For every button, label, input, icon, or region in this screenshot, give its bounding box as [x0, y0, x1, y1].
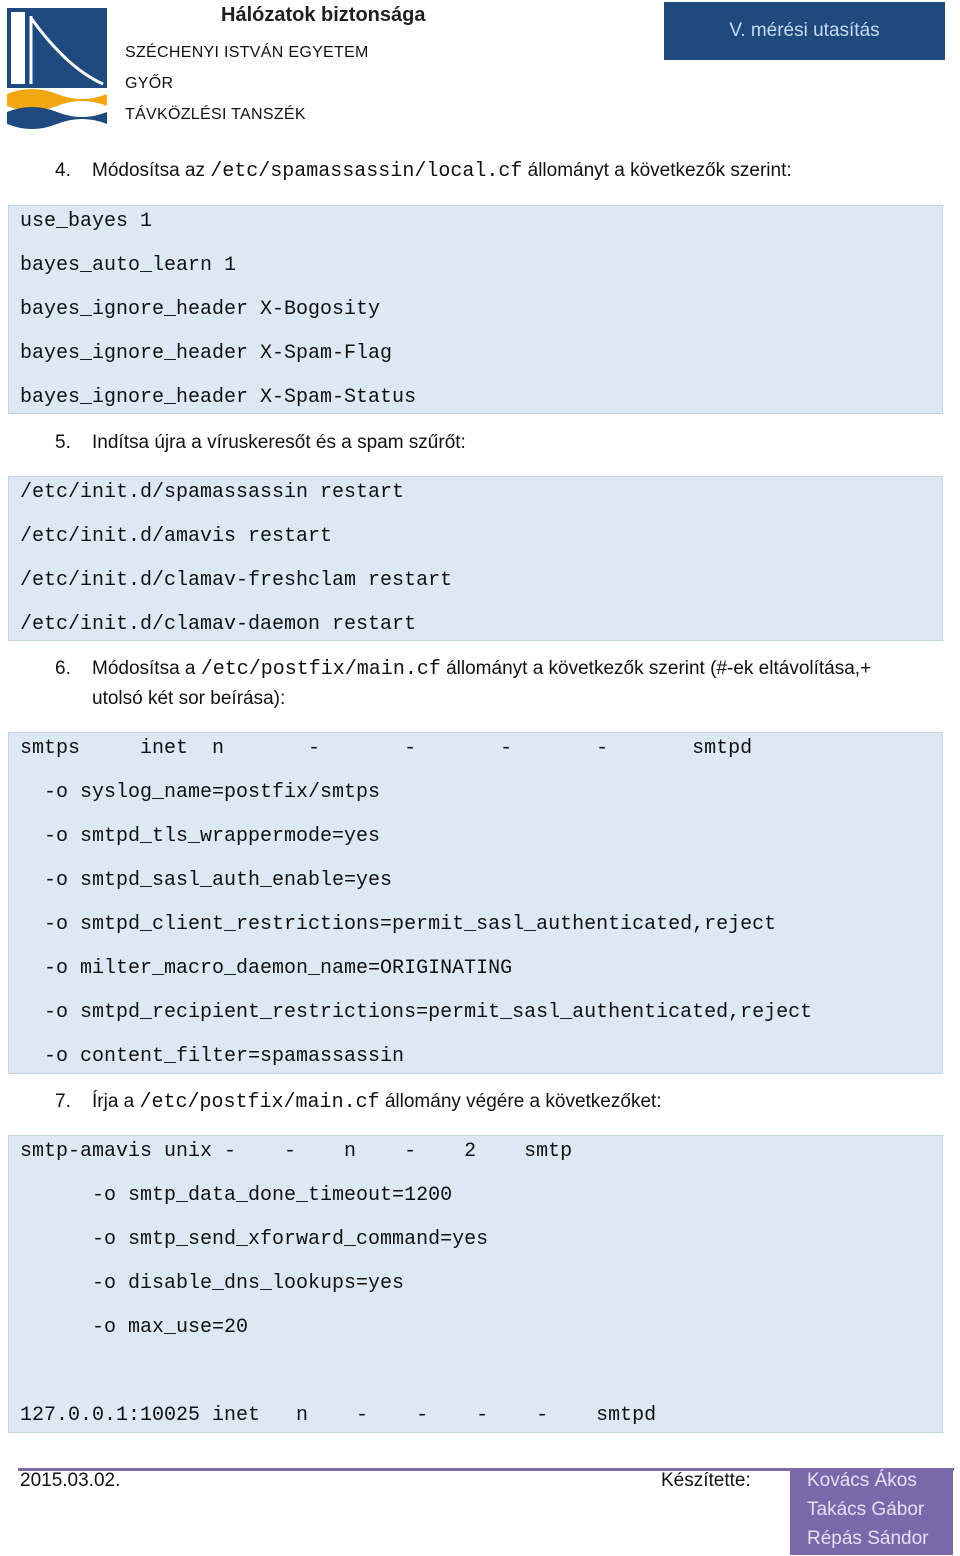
- step-number: 7.: [55, 1091, 71, 1112]
- course-title: Hálózatok biztonsága: [221, 4, 426, 26]
- code-line: /etc/init.d/spamassassin restart: [20, 481, 405, 504]
- code-block-bayes: use_bayes 1 bayes_auto_learn 1 bayes_ign…: [8, 205, 943, 414]
- code-line: -o smtpd_sasl_auth_enable=yes: [20, 869, 393, 892]
- code-block-smtps: smtps inet n - - - - smtpd -o syslog_nam…: [8, 732, 943, 1074]
- step-number: 6.: [55, 658, 71, 679]
- code-line: -o milter_macro_daemon_name=ORIGINATING: [20, 957, 513, 980]
- code-line: bayes_ignore_header X-Spam-Flag: [20, 342, 393, 365]
- footer-author-label: Készítette:: [661, 1470, 751, 1491]
- code-line: /etc/init.d/amavis restart: [20, 525, 333, 548]
- code-line: /etc/init.d/clamav-daemon restart: [20, 613, 417, 636]
- code-line: -o smtpd_recipient_restrictions=permit_s…: [20, 1001, 813, 1024]
- step-text: Módosítsa a /etc/postfix/main.cf állomán…: [92, 658, 872, 681]
- step-number: 5.: [55, 432, 71, 453]
- author-name: Takács Gábor: [807, 1499, 925, 1520]
- institution-city: GYŐR: [125, 75, 174, 92]
- code-line: 127.0.0.1:10025 inet n - - - - smtpd: [20, 1404, 657, 1427]
- step-text: Írja a /etc/postfix/main.cf állomány vég…: [92, 1091, 662, 1114]
- code-line: -o smtpd_tls_wrappermode=yes: [20, 825, 381, 848]
- step-text-continued: utolsó két sor beírása):: [92, 688, 286, 709]
- step-5: 5. Indítsa újra a víruskeresőt és a spam…: [0, 432, 960, 460]
- code-line: -o disable_dns_lookups=yes: [20, 1272, 405, 1295]
- step-6: 6. Módosítsa a /etc/postfix/main.cf állo…: [0, 658, 960, 716]
- code-line: bayes_auto_learn 1: [20, 254, 237, 277]
- code-line: use_bayes 1: [20, 210, 153, 233]
- inline-code: /etc/postfix/main.cf: [139, 1091, 380, 1114]
- code-line: -o smtp_send_xforward_command=yes: [20, 1228, 489, 1251]
- inline-code: /etc/spamassassin/local.cf: [210, 160, 523, 183]
- code-block-amavis: smtp-amavis unix - - n - 2 smtp -o smtp_…: [8, 1135, 943, 1433]
- code-line: -o syslog_name=postfix/smtps: [20, 781, 381, 804]
- code-line: smtp-amavis unix - - n - 2 smtp: [20, 1140, 573, 1163]
- institution-department: TÁVKÖZLÉSI TANSZÉK: [125, 106, 306, 123]
- author-name: Répás Sándor: [807, 1528, 929, 1549]
- code-line: -o max_use=20: [20, 1316, 249, 1339]
- footer-date: 2015.03.02.: [20, 1470, 121, 1491]
- code-block-restart: /etc/init.d/spamassassin restart /etc/in…: [8, 476, 943, 641]
- step-text: Módosítsa az /etc/spamassassin/local.cf …: [92, 160, 792, 183]
- inline-code: /etc/postfix/main.cf: [200, 658, 441, 681]
- code-line: smtps inet n - - - - smtpd: [20, 737, 753, 760]
- step-4: 4. Módosítsa az /etc/spamassassin/local.…: [0, 160, 960, 188]
- step-text: Indítsa újra a víruskeresőt és a spam sz…: [92, 432, 466, 453]
- code-line: -o smtp_data_done_timeout=1200: [20, 1184, 453, 1207]
- code-line: -o smtpd_client_restrictions=permit_sasl…: [20, 913, 777, 936]
- code-line: bayes_ignore_header X-Spam-Status: [20, 386, 417, 409]
- author-name: Kovács Ákos: [807, 1470, 917, 1491]
- step-number: 4.: [55, 160, 71, 181]
- university-logo: [7, 8, 107, 132]
- footer-divider: [18, 1468, 954, 1471]
- authors-box: [790, 1469, 953, 1555]
- institution-name: SZÉCHENYI ISTVÁN EGYETEM: [125, 44, 369, 61]
- step-7: 7. Írja a /etc/postfix/main.cf állomány …: [0, 1091, 960, 1119]
- code-line: bayes_ignore_header X-Bogosity: [20, 298, 381, 321]
- code-line: -o content_filter=spamassassin: [20, 1045, 405, 1068]
- code-line: /etc/init.d/clamav-freshclam restart: [20, 569, 453, 592]
- document-badge: V. mérési utasítás: [664, 2, 945, 60]
